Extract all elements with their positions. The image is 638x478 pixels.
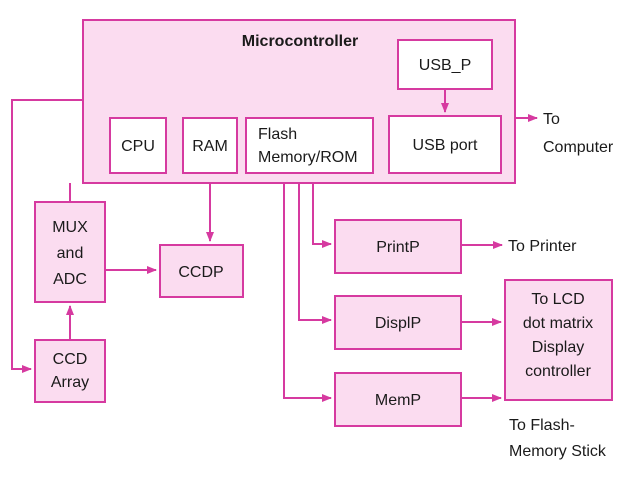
- lcd-label-line1: To LCD: [531, 291, 584, 308]
- flash-to-displp-arrow: [298, 183, 332, 324]
- ram-block: RAM: [182, 117, 238, 174]
- to-computer-label-line2: Computer: [543, 139, 614, 156]
- to-flash-label-line1: To Flash-: [509, 417, 575, 434]
- ccdp-box: [159, 244, 244, 298]
- ccd-array-block: CCD Array: [34, 339, 106, 403]
- flash-rom-block: Flash Memory/ROM: [245, 117, 374, 174]
- usb-port-label: USB port: [413, 137, 478, 154]
- cpu-block: CPU: [109, 117, 167, 174]
- usb-p-block: USB_P: [397, 39, 493, 90]
- ccd-array-box: [34, 339, 106, 403]
- memp-label: MemP: [375, 392, 421, 409]
- mux-adc-box: [34, 201, 106, 303]
- lcd-controller-box: [504, 279, 613, 401]
- to-printer-label: To Printer: [508, 238, 577, 255]
- usb-port-box: [388, 115, 502, 174]
- flash-to-printp-arrow: [312, 183, 332, 248]
- cpu-label: CPU: [121, 138, 155, 155]
- mux-label-line2: and: [57, 245, 84, 262]
- ccd-label-line2: Array: [51, 374, 89, 391]
- microcontroller-label: Microcontroller: [242, 33, 358, 50]
- lcd-label-line2: dot matrix: [523, 315, 593, 332]
- flash-label-line1: Flash: [258, 126, 297, 143]
- to-computer-label-line1: To: [543, 111, 560, 128]
- flash-to-memp-arrow: [283, 183, 332, 402]
- ram-box: [182, 117, 238, 174]
- lcd-controller-block: To LCD dot matrix Display controller: [504, 279, 613, 401]
- mux-label-line1: MUX: [52, 219, 88, 236]
- ccdp-label: CCDP: [178, 264, 223, 281]
- usb-p-label: USB_P: [419, 57, 471, 74]
- printp-box: [334, 219, 462, 274]
- memp-box: [334, 372, 462, 427]
- to-flash-label-line2: Memory Stick: [509, 443, 607, 460]
- flash-label-line2: Memory/ROM: [258, 149, 358, 166]
- lcd-label-line4: controller: [525, 363, 591, 380]
- displp-block: DisplP: [334, 295, 462, 350]
- cpu-box: [109, 117, 167, 174]
- displp-box: [334, 295, 462, 350]
- ccdp-block: CCDP: [159, 244, 244, 298]
- memp-block: MemP: [334, 372, 462, 427]
- usb-port-block: USB port: [388, 115, 502, 174]
- printp-block: PrintP: [334, 219, 462, 274]
- mux-label-line3: ADC: [53, 271, 87, 288]
- ccd-label-line1: CCD: [53, 351, 88, 368]
- displp-label: DisplP: [375, 315, 421, 332]
- lcd-label-line3: Display: [532, 339, 584, 356]
- flash-rom-box: [245, 117, 374, 174]
- printp-label: PrintP: [376, 239, 420, 256]
- ram-label: RAM: [192, 138, 228, 155]
- mcu-to-ccd-arrow: [11, 99, 83, 373]
- mux-adc-block: MUX and ADC: [34, 201, 106, 303]
